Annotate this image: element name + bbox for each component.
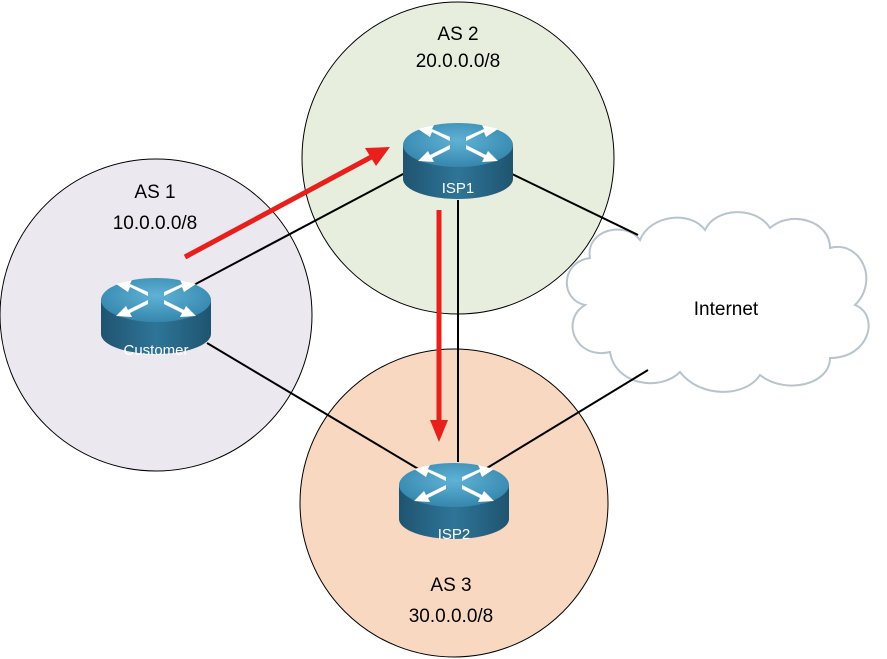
link-customer-isp2 [206,342,421,471]
link-isp1-internet [509,172,639,236]
router-label: Customer [123,342,188,359]
router-customer[interactable]: Customer [101,278,211,359]
router-arrows-icon [418,125,498,162]
router-arrows-icon [116,280,196,317]
router-isp2[interactable]: ISP2 [399,463,509,543]
as3-name: AS 3 [430,575,471,596]
router-label: ISP1 [442,180,475,197]
router-label: ISP2 [438,526,471,543]
as2-prefix: 20.0.0.0/8 [416,51,501,72]
links [189,172,649,471]
arrow-head-isp1 [365,147,390,166]
as2-name: AS 2 [437,24,478,45]
router-isp1[interactable]: ISP1 [403,123,513,199]
internet-label: Internet [694,299,759,320]
internet-cloud: Internet [565,211,870,393]
link-customer-isp1 [189,172,406,288]
red-arrows [183,147,448,442]
as1-prefix: 10.0.0.0/8 [113,213,198,234]
link-isp2-internet [486,369,649,469]
as3-prefix: 30.0.0.0/8 [409,606,494,627]
as1-name: AS 1 [134,182,175,203]
arrow-customer-to-isp1 [183,152,377,260]
arrow-head-isp2 [430,420,448,442]
router-arrows-icon [414,465,494,502]
